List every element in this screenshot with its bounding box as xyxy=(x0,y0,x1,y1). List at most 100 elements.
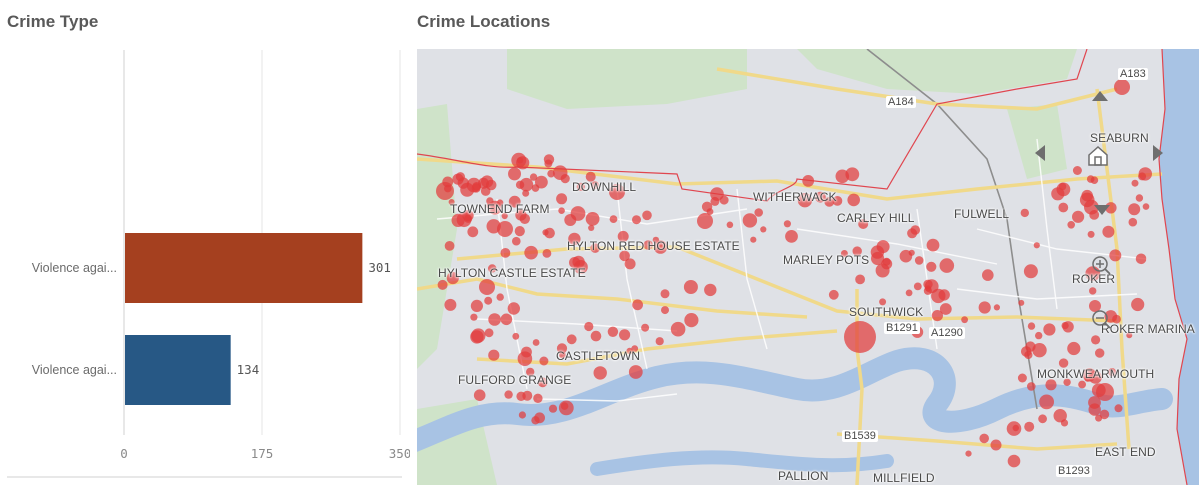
crime-point[interactable] xyxy=(451,213,465,227)
crime-point[interactable] xyxy=(1058,182,1067,191)
crime-point[interactable] xyxy=(473,389,486,402)
crime-point[interactable] xyxy=(526,367,535,377)
crime-point[interactable] xyxy=(531,416,540,425)
crime-point[interactable] xyxy=(993,304,1001,311)
crime-point[interactable] xyxy=(1072,166,1082,175)
crime-point[interactable] xyxy=(444,298,457,311)
crime-point[interactable] xyxy=(588,224,595,231)
crime-point[interactable] xyxy=(607,326,619,337)
crime-point[interactable] xyxy=(1018,299,1025,306)
crime-point[interactable] xyxy=(470,313,478,321)
crime-point[interactable] xyxy=(652,236,660,244)
crime-point[interactable] xyxy=(905,289,913,297)
crime-point[interactable] xyxy=(1067,221,1075,229)
crime-point[interactable] xyxy=(524,245,538,260)
crime-point-large[interactable] xyxy=(497,221,513,237)
crime-point[interactable] xyxy=(824,197,835,207)
crime-point[interactable] xyxy=(1104,310,1118,323)
crime-point[interactable] xyxy=(1063,378,1071,386)
crime-point[interactable] xyxy=(876,240,890,254)
crime-point[interactable] xyxy=(626,347,633,355)
pan-up-icon[interactable] xyxy=(1090,87,1110,107)
crime-point[interactable] xyxy=(533,393,543,403)
crime-point[interactable] xyxy=(1053,409,1067,423)
crime-point[interactable] xyxy=(1131,179,1139,187)
crime-point[interactable] xyxy=(500,248,511,258)
crime-point[interactable] xyxy=(1087,230,1095,238)
crime-point[interactable] xyxy=(496,293,504,301)
crime-point[interactable] xyxy=(464,214,473,223)
category-label[interactable]: Violence agai... xyxy=(32,261,117,275)
crime-point[interactable] xyxy=(704,283,717,297)
crime-point[interactable] xyxy=(1035,331,1043,340)
crime-point[interactable] xyxy=(871,251,885,266)
crime-point[interactable] xyxy=(1089,300,1101,312)
crime-point[interactable] xyxy=(655,337,664,346)
crime-point[interactable] xyxy=(1072,210,1085,223)
crime-point[interactable] xyxy=(835,169,850,184)
crime-point[interactable] xyxy=(908,249,915,256)
crime-point[interactable] xyxy=(619,250,630,262)
crime-point-large[interactable] xyxy=(609,184,625,200)
crime-point[interactable] xyxy=(1089,287,1097,295)
crime-point[interactable] xyxy=(840,250,848,257)
crime-point[interactable] xyxy=(938,289,950,301)
crime-point[interactable] xyxy=(519,213,530,224)
crime-point[interactable] xyxy=(484,328,494,338)
crime-point[interactable] xyxy=(576,182,585,191)
crime-point[interactable] xyxy=(641,323,650,332)
crime-point[interactable] xyxy=(544,159,553,168)
crime-point[interactable] xyxy=(437,279,448,290)
crime-point[interactable] xyxy=(542,249,552,258)
crime-point[interactable] xyxy=(1084,375,1091,382)
crime-point-large[interactable] xyxy=(1096,383,1114,401)
crime-point[interactable] xyxy=(529,173,538,181)
crime-point[interactable] xyxy=(706,208,714,216)
crime-point[interactable] xyxy=(1027,382,1036,391)
crime-point[interactable] xyxy=(1061,322,1069,330)
crime-point[interactable] xyxy=(457,177,469,189)
crime-point[interactable] xyxy=(858,219,869,229)
crime-point[interactable] xyxy=(559,351,566,359)
zoom-out-icon[interactable] xyxy=(1091,309,1111,329)
crime-point[interactable] xyxy=(609,215,618,224)
bar[interactable] xyxy=(125,233,363,303)
crime-point[interactable] xyxy=(519,177,534,192)
crime-point-large[interactable] xyxy=(844,321,876,353)
crime-point[interactable] xyxy=(504,390,513,399)
crime-point[interactable] xyxy=(670,321,686,337)
crime-point[interactable] xyxy=(742,213,758,228)
crime-point[interactable] xyxy=(585,212,600,226)
crime-point[interactable] xyxy=(558,207,565,214)
crime-point[interactable] xyxy=(926,238,940,252)
crime-point[interactable] xyxy=(590,243,600,253)
crime-point[interactable] xyxy=(990,439,1002,451)
crime-point[interactable] xyxy=(1114,404,1123,413)
crime-point[interactable] xyxy=(1023,264,1038,279)
crime-point[interactable] xyxy=(619,329,631,341)
crime-point[interactable] xyxy=(632,215,641,225)
zoom-in-icon[interactable] xyxy=(1091,255,1111,275)
crime-point[interactable] xyxy=(982,269,994,281)
crime-point[interactable] xyxy=(1060,419,1069,427)
crime-point[interactable] xyxy=(1058,202,1069,213)
crime-point[interactable] xyxy=(516,391,526,401)
crime-point[interactable] xyxy=(532,339,540,346)
crime-point[interactable] xyxy=(470,299,483,312)
crime-point[interactable] xyxy=(965,450,972,457)
crime-point[interactable] xyxy=(591,181,599,190)
crime-point[interactable] xyxy=(584,321,594,332)
crime-point[interactable] xyxy=(710,196,720,206)
crime-point[interactable] xyxy=(518,411,526,419)
crime-point[interactable] xyxy=(1024,350,1033,360)
crime-point[interactable] xyxy=(1105,202,1117,214)
crime-point[interactable] xyxy=(1128,217,1138,227)
crime-point[interactable] xyxy=(815,191,826,203)
crime-point[interactable] xyxy=(1039,394,1054,410)
crime-point[interactable] xyxy=(514,226,525,237)
crime-point[interactable] xyxy=(1043,323,1056,336)
crime-point[interactable] xyxy=(631,345,639,352)
crime-point[interactable] xyxy=(1135,253,1147,265)
crime-point[interactable] xyxy=(926,261,937,272)
